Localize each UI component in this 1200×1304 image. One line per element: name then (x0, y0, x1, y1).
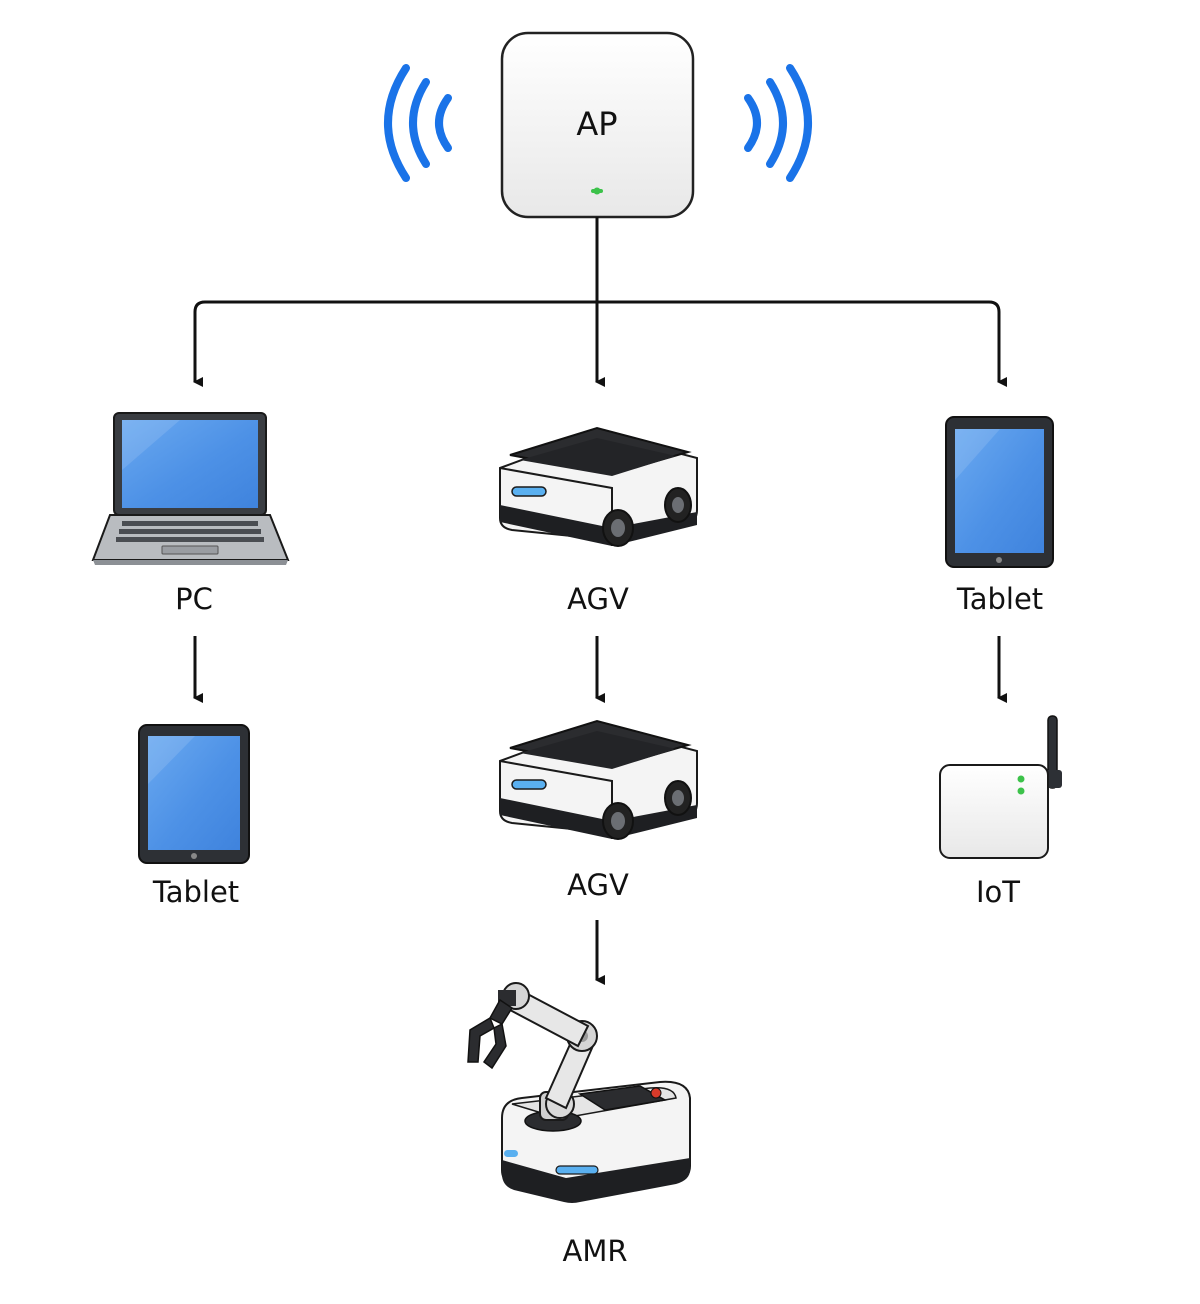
tablet-label-right: Tablet (956, 582, 1044, 616)
wifi-waves-left-icon (384, 64, 452, 182)
access-point (500, 31, 695, 219)
amr-label: AMR (562, 1234, 628, 1268)
iot-gateway-icon (939, 715, 1062, 859)
agv-robot-icon (499, 426, 698, 547)
agv-label-2: AGV (567, 868, 629, 902)
agv-label-1: AGV (567, 582, 629, 616)
connectors (193, 217, 1007, 985)
amr-robot-arm-icon (467, 982, 691, 1203)
pc-label: PC (175, 582, 213, 616)
arrow-ap-to-pc (193, 300, 597, 387)
arrow-ap-to-tablet (597, 300, 1007, 387)
wifi-waves-right-icon (744, 64, 812, 182)
tablet-icon (945, 416, 1054, 568)
laptop-icon (91, 412, 290, 565)
access-point-label: AP (576, 105, 618, 143)
iot-label: IoT (975, 875, 1020, 909)
tablet-label-left: Tablet (152, 875, 240, 909)
tablet-icon (138, 724, 250, 864)
agv-robot-icon (499, 719, 698, 840)
